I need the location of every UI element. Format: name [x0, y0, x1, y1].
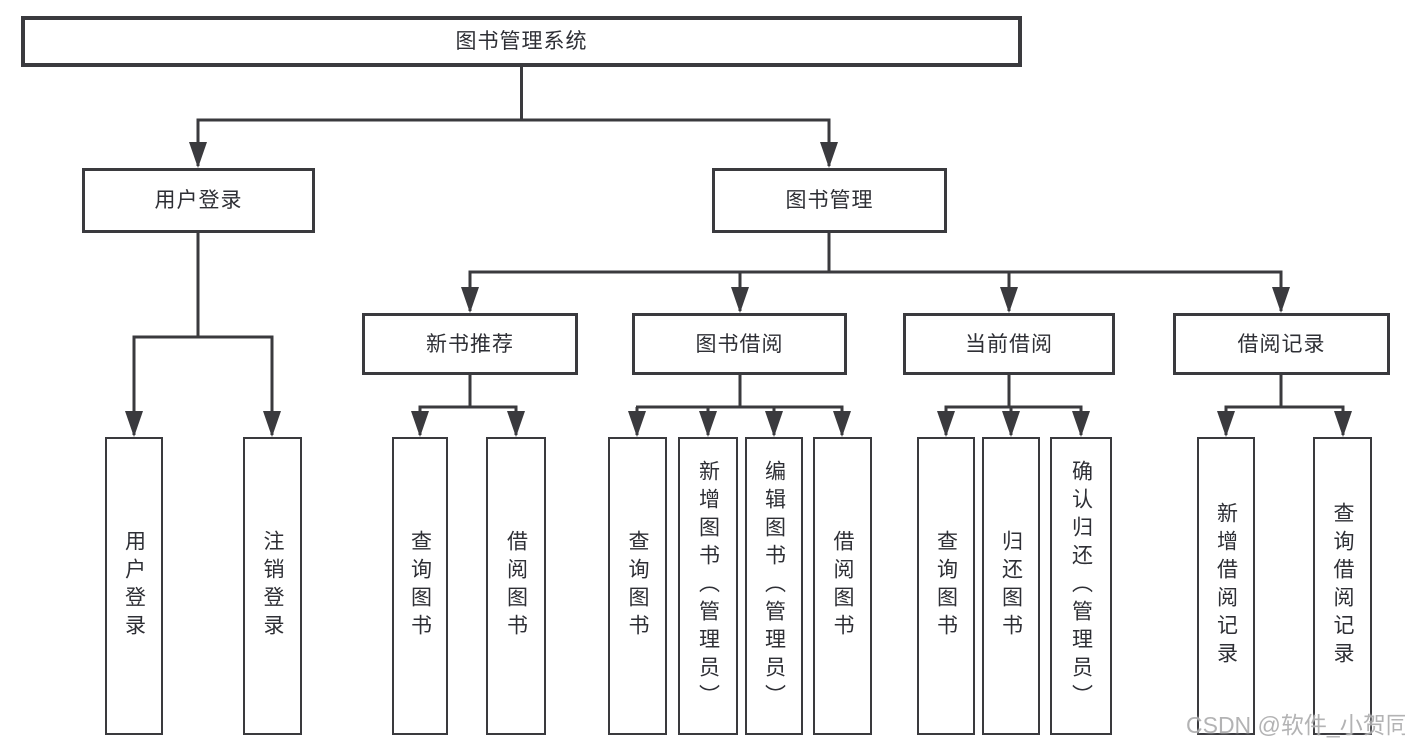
- arrowhead: [461, 287, 479, 313]
- arrowhead: [833, 411, 851, 437]
- node-leaf-query-borrow-record: 查询借阅记录: [1313, 437, 1372, 735]
- node-current-borrow: 当前借阅: [903, 313, 1115, 375]
- node-leaf-add-borrow-record-label: 新增借阅记录: [1214, 502, 1238, 670]
- node-leaf-borrow-book-1-label: 借阅图书: [504, 530, 528, 642]
- node-leaf-user-login-label: 用户登录: [122, 530, 146, 642]
- node-leaf-edit-book-admin-label: 编辑图书（管理员）: [762, 460, 786, 712]
- node-user-login-label: 用户登录: [154, 189, 243, 212]
- arrowhead: [937, 411, 955, 437]
- arrowhead: [125, 411, 143, 437]
- node-leaf-borrow-book-1: 借阅图书: [486, 437, 546, 735]
- node-borrow-records: 借阅记录: [1173, 313, 1390, 375]
- node-leaf-borrow-book-2: 借阅图书: [813, 437, 872, 735]
- node-book-borrow: 图书借阅: [632, 313, 847, 375]
- arrowhead: [765, 411, 783, 437]
- node-leaf-logout: 注销登录: [243, 437, 302, 735]
- arrowhead: [628, 411, 646, 437]
- node-book-management: 图书管理: [712, 168, 947, 233]
- node-leaf-add-borrow-record: 新增借阅记录: [1197, 437, 1255, 735]
- node-borrow-records-label: 借阅记录: [1237, 332, 1326, 356]
- arrowhead: [1002, 411, 1020, 437]
- node-leaf-query-book-2-label: 查询图书: [626, 530, 649, 642]
- arrowhead: [189, 142, 207, 168]
- arrowhead: [699, 411, 717, 437]
- node-leaf-confirm-return-admin: 确认归还（管理员）: [1050, 437, 1112, 735]
- node-leaf-return-book: 归还图书: [982, 437, 1040, 735]
- node-new-book-recommend-label: 新书推荐: [426, 332, 514, 356]
- arrowhead: [731, 287, 749, 313]
- node-user-login: 用户登录: [82, 168, 315, 233]
- arrowhead: [1217, 411, 1235, 437]
- node-leaf-add-book-admin: 新增图书（管理员）: [678, 437, 738, 735]
- arrowhead: [820, 142, 838, 168]
- arrowhead: [1334, 411, 1352, 437]
- node-leaf-user-login: 用户登录: [105, 437, 163, 735]
- node-leaf-return-book-label: 归还图书: [999, 530, 1023, 642]
- node-leaf-add-book-admin-label: 新增图书（管理员）: [696, 460, 720, 712]
- arrowhead: [411, 411, 429, 437]
- node-leaf-borrow-book-2-label: 借阅图书: [831, 530, 854, 642]
- node-book-management-label: 图书管理: [785, 189, 874, 212]
- node-leaf-edit-book-admin: 编辑图书（管理员）: [745, 437, 803, 735]
- node-book-borrow-label: 图书借阅: [695, 332, 784, 356]
- node-leaf-logout-label: 注销登录: [261, 530, 284, 642]
- node-leaf-query-book-3: 查询图书: [917, 437, 975, 735]
- node-new-book-recommend: 新书推荐: [362, 313, 578, 375]
- arrowhead: [263, 411, 281, 437]
- node-leaf-query-book-1-label: 查询图书: [408, 530, 432, 642]
- node-current-borrow-label: 当前借阅: [965, 332, 1053, 356]
- node-system-root-label: 图书管理系统: [455, 30, 588, 53]
- node-leaf-query-book-3-label: 查询图书: [934, 530, 958, 642]
- arrowhead: [1000, 287, 1018, 313]
- arrowhead: [1272, 287, 1290, 313]
- node-system-root: 图书管理系统: [21, 16, 1022, 67]
- node-leaf-query-borrow-record-label: 查询借阅记录: [1331, 502, 1354, 670]
- node-leaf-query-book-1: 查询图书: [392, 437, 448, 735]
- node-leaf-query-book-2: 查询图书: [608, 437, 667, 735]
- arrowhead: [1072, 411, 1090, 437]
- node-leaf-confirm-return-admin-label: 确认归还（管理员）: [1069, 460, 1093, 712]
- arrowhead: [507, 411, 525, 437]
